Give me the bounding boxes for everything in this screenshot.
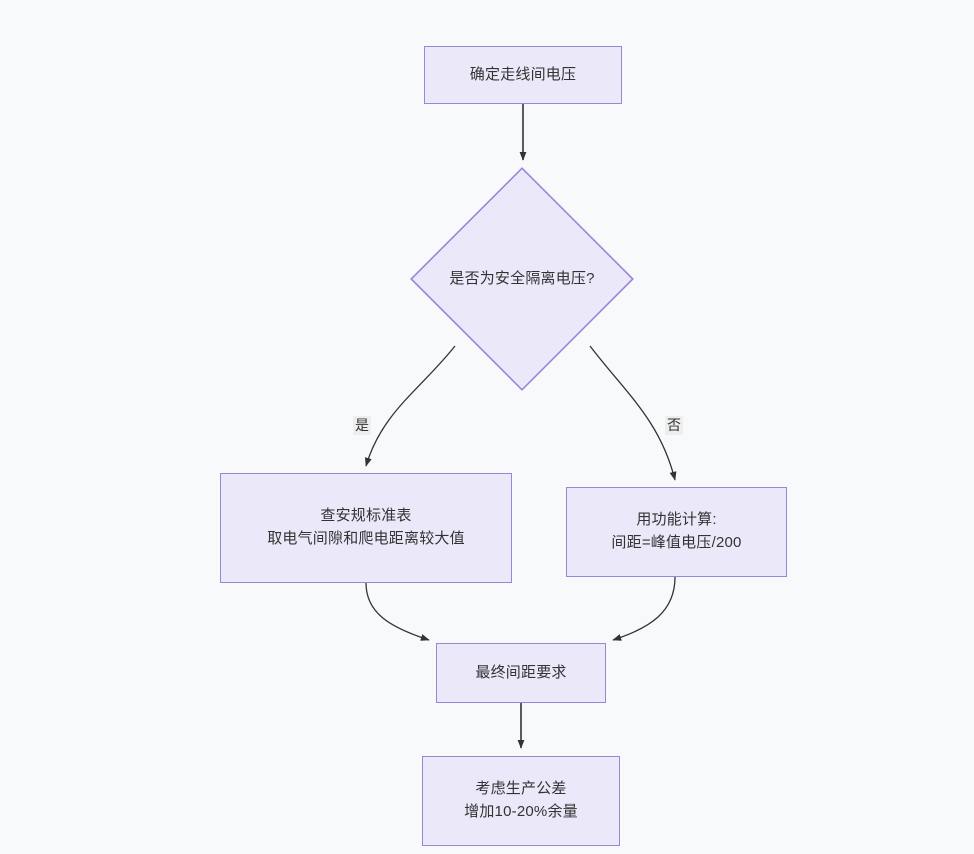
node-label: 考虑生产公差 增加10-20%余量 <box>464 780 578 820</box>
edge-n3-n5 <box>365 582 430 641</box>
edge-label-text: 是 <box>355 417 369 433</box>
node-check-safety-standard-table[interactable]: 查安规标准表 取电气间隙和爬电距离较大值 <box>220 473 512 583</box>
node-is-safety-isolated-voltage[interactable]: 是否为安全隔离电压? <box>410 167 634 391</box>
edge-label-yes: 是 <box>353 416 371 435</box>
node-label: 用功能计算: 间距=峰值电压/200 <box>611 511 742 551</box>
node-label: 最终间距要求 <box>475 663 567 681</box>
edge-n2-n3 <box>364 345 456 467</box>
node-final-spacing-requirement[interactable]: 最终间距要求 <box>436 643 606 703</box>
node-functional-calculation[interactable]: 用功能计算: 间距=峰值电压/200 <box>566 487 787 577</box>
edge-label-text: 否 <box>667 417 681 433</box>
edge-n2-n4 <box>589 345 677 481</box>
node-determine-trace-voltage[interactable]: 确定走线间电压 <box>424 46 622 104</box>
diamond-shape <box>410 167 634 391</box>
node-consider-manufacturing-tolerance[interactable]: 考虑生产公差 增加10-20%余量 <box>422 756 620 846</box>
edge-n4-n5 <box>612 576 676 641</box>
edge-label-no: 否 <box>665 416 683 435</box>
node-label: 确定走线间电压 <box>469 65 577 83</box>
node-label: 查安规标准表 取电气间隙和爬电距离较大值 <box>267 507 465 547</box>
node-label: 是否为安全隔离电压? <box>449 269 595 287</box>
